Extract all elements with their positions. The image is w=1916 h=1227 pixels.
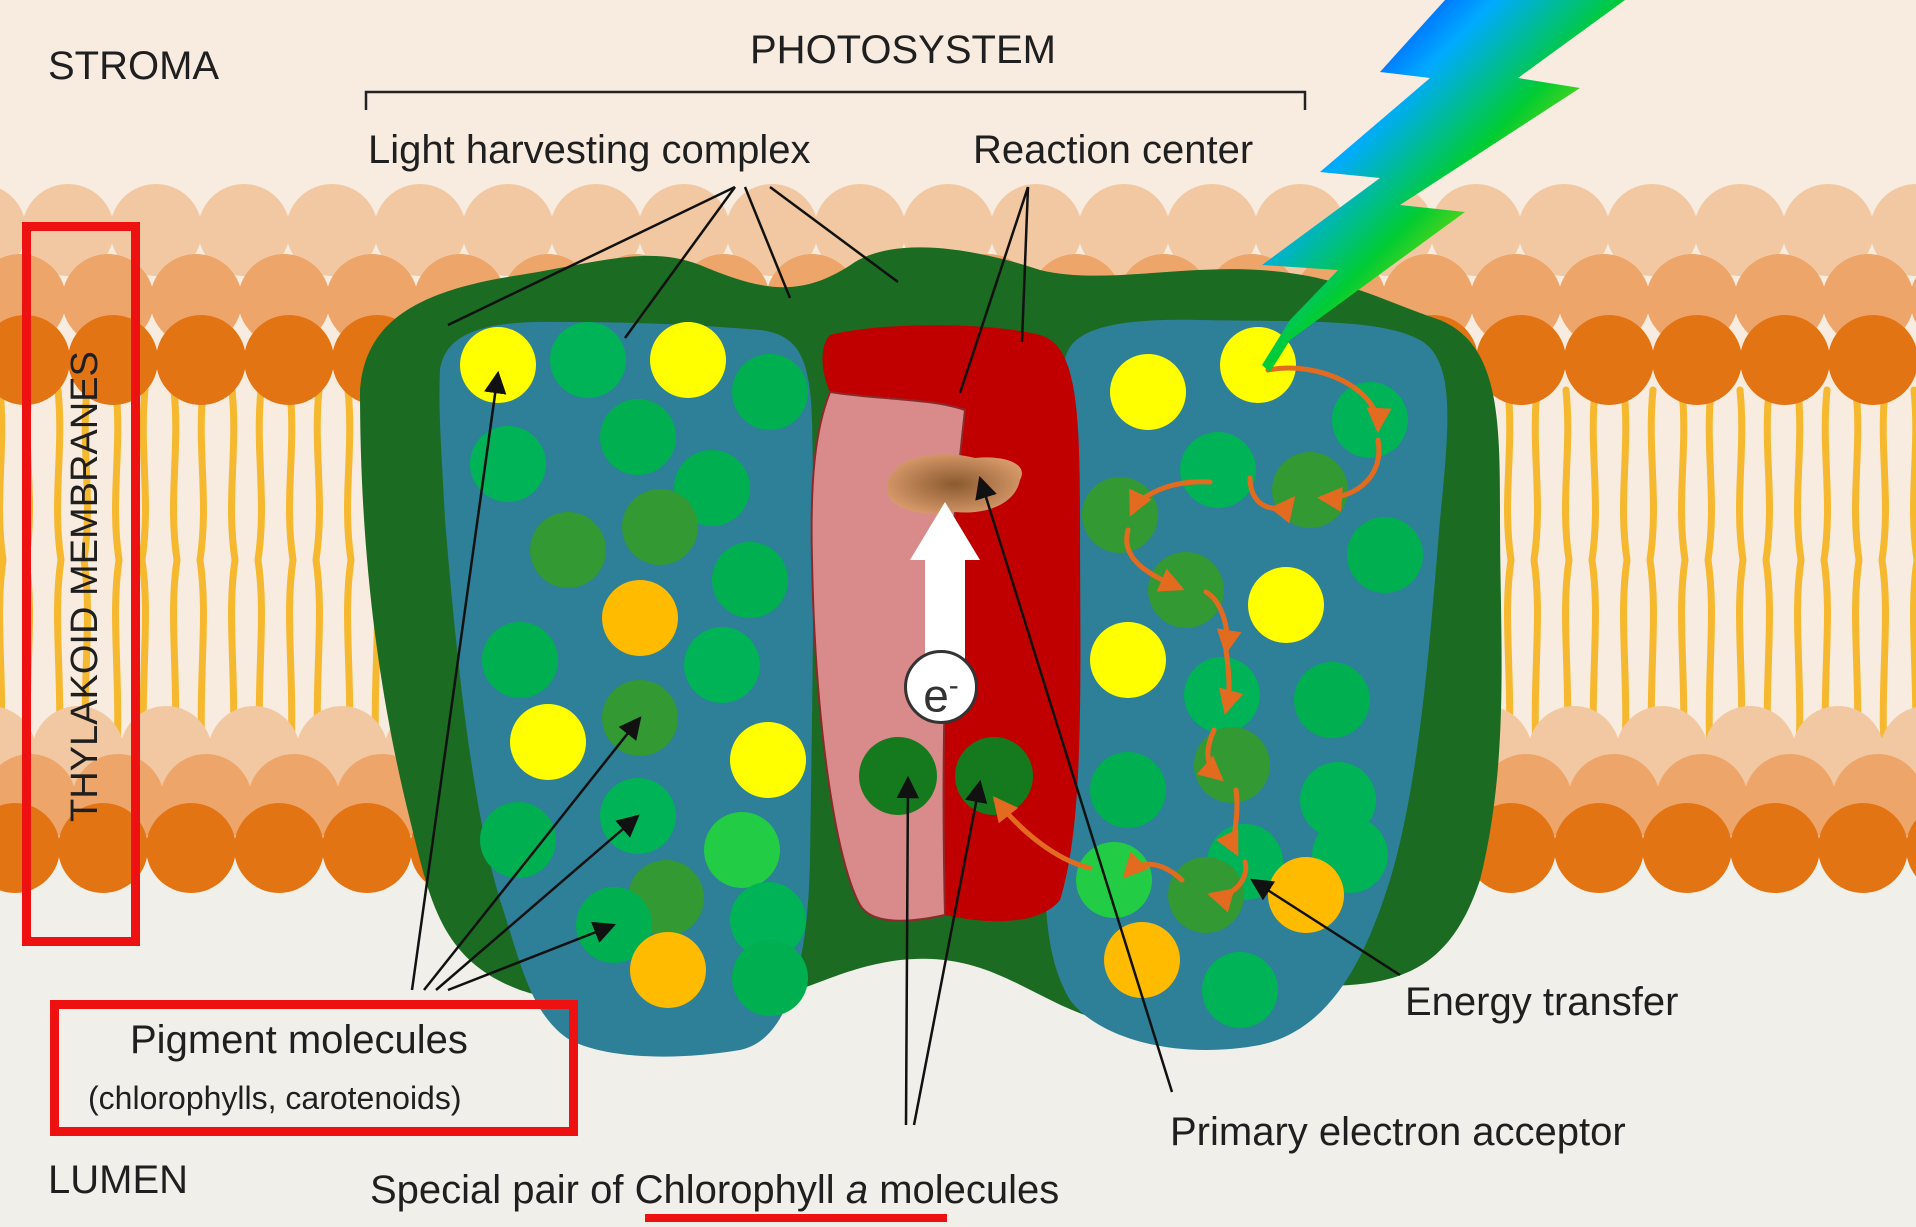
lipid-head bbox=[1730, 803, 1820, 893]
reaction-center bbox=[812, 325, 1081, 921]
pigment-molecule bbox=[602, 580, 678, 656]
lipid-head bbox=[1642, 803, 1732, 893]
pigment-molecule bbox=[684, 627, 760, 703]
lipid-head bbox=[1740, 315, 1830, 405]
energy-transfer-arrow bbox=[1234, 790, 1237, 852]
energy-transfer-label: Energy transfer bbox=[1405, 980, 1678, 1025]
pigment-molecule bbox=[1268, 857, 1344, 933]
lipid-tail bbox=[290, 390, 293, 780]
special-pair-chlorophyll-2 bbox=[955, 737, 1033, 815]
pigment-molecule bbox=[1194, 727, 1270, 803]
special-pair-prefix: Special pair of bbox=[370, 1168, 635, 1212]
pigment-molecule bbox=[1090, 622, 1166, 698]
special-pair-label: Special pair of Chlorophyll a molecules bbox=[370, 1168, 1059, 1213]
primary-electron-acceptor-label: Primary electron acceptor bbox=[1170, 1110, 1626, 1155]
lipid-tail bbox=[1624, 390, 1627, 780]
highlight-pigment-molecules bbox=[50, 1000, 578, 1136]
special-pair-a: a bbox=[846, 1168, 868, 1212]
lipid-head bbox=[234, 803, 324, 893]
photosystem-label: PHOTOSYSTEM bbox=[750, 28, 1056, 73]
pigment-molecule bbox=[600, 399, 676, 475]
pigment-molecule bbox=[1332, 382, 1408, 458]
stroma-label: STROMA bbox=[48, 44, 219, 89]
special-pair-chlorophyll-1 bbox=[859, 737, 937, 815]
lipid-tail bbox=[1534, 390, 1537, 780]
pigment-molecule bbox=[1104, 922, 1180, 998]
lipid-tail bbox=[1882, 390, 1885, 780]
energy-transfer-arrow bbox=[1226, 650, 1229, 710]
pigment-molecule bbox=[530, 512, 606, 588]
pigment-molecule bbox=[650, 322, 726, 398]
pigment-molecule bbox=[1148, 552, 1224, 628]
pigment-molecule bbox=[1347, 517, 1423, 593]
lipid-head bbox=[1564, 315, 1654, 405]
electron-symbol: e bbox=[923, 669, 949, 721]
lipid-head bbox=[1818, 803, 1908, 893]
electron-charge: - bbox=[949, 669, 959, 702]
pigment-molecule bbox=[1294, 662, 1370, 738]
light-harvesting-complex-label: Light harvesting complex bbox=[368, 128, 810, 173]
electron-badge: e- bbox=[904, 650, 978, 724]
lipid-head bbox=[322, 803, 412, 893]
pigment-molecule bbox=[482, 622, 558, 698]
reaction-center-label: Reaction center bbox=[973, 128, 1253, 173]
pigment-molecule bbox=[1272, 452, 1348, 528]
pigment-molecule bbox=[1184, 657, 1260, 733]
special-pair-suffix: molecules bbox=[868, 1168, 1059, 1212]
lipid-head bbox=[156, 315, 246, 405]
pigment-molecule bbox=[732, 940, 808, 1016]
lipid-head bbox=[146, 803, 236, 893]
pigment-molecule bbox=[460, 327, 536, 403]
lipid-head bbox=[1828, 315, 1916, 405]
pigment-molecule bbox=[1180, 432, 1256, 508]
pigment-molecule bbox=[510, 704, 586, 780]
highlight-thylakoid-membranes bbox=[22, 222, 140, 946]
pigment-molecule bbox=[1168, 857, 1244, 933]
pigment-molecule bbox=[1202, 952, 1278, 1028]
pigment-molecule bbox=[1110, 354, 1186, 430]
special-pair-chlorophyll: Chlorophyll bbox=[635, 1168, 835, 1212]
pigment-molecule bbox=[630, 932, 706, 1008]
lumen-label: LUMEN bbox=[48, 1158, 188, 1203]
pigment-molecule bbox=[1248, 567, 1324, 643]
pigment-molecule bbox=[704, 812, 780, 888]
lipid-tail bbox=[1708, 390, 1711, 780]
pigment-molecule bbox=[730, 722, 806, 798]
lipid-head bbox=[1652, 315, 1742, 405]
lipid-tail bbox=[1798, 390, 1801, 780]
pigment-molecule bbox=[732, 354, 808, 430]
highlight-chlorophyll-underline bbox=[645, 1214, 947, 1222]
pigment-molecule bbox=[1090, 752, 1166, 828]
lipid-tail bbox=[200, 390, 203, 780]
pigment-molecule bbox=[622, 489, 698, 565]
lipid-head bbox=[244, 315, 334, 405]
pigment-molecule bbox=[712, 542, 788, 618]
pigment-molecule bbox=[1082, 477, 1158, 553]
lipid-head bbox=[1554, 803, 1644, 893]
pigment-molecule bbox=[550, 322, 626, 398]
